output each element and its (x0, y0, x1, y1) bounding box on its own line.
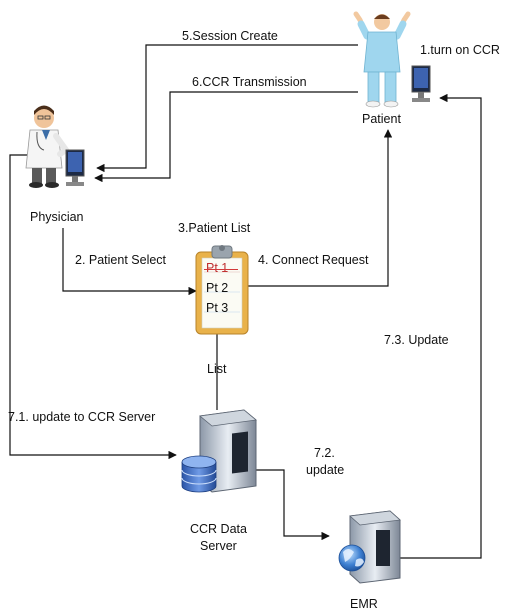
label-update-to-ccr-server: 7.1. update to CCR Server (8, 410, 156, 424)
clipboard-item-pt3: Pt 3 (206, 301, 229, 315)
label-turn-on-ccr: 1.turn on CCR (420, 43, 500, 57)
label-session-create: 5.Session Create (182, 29, 278, 43)
patient-figure-icon (353, 11, 411, 108)
globe-icon (338, 544, 366, 572)
clipboard-item-pt2: Pt 2 (206, 281, 229, 295)
label-patient-select: 2. Patient Select (75, 253, 167, 267)
label-update-7-2-number: 7.2. (314, 446, 335, 460)
label-connect-request: 4. Connect Request (258, 253, 369, 267)
arrow-update-to-ccr-server (9, 154, 177, 460)
emr-server-icon (338, 510, 401, 584)
arrow-ccr-transmission (94, 91, 358, 183)
label-ccr-transmission: 6.CCR Transmission (192, 75, 307, 89)
label-update-7-3: 7.3. Update (384, 333, 449, 347)
clipboard-item-pt1: Pt 1 (206, 261, 229, 275)
ccr-data-server-icon (181, 409, 257, 493)
label-list: List (207, 362, 227, 376)
arrow-connect-request (248, 129, 393, 287)
physician-figure-icon (25, 105, 71, 188)
arrow-update-ccr-to-emr (256, 469, 330, 541)
arrow-update-emr-to-patient (400, 93, 482, 559)
label-ccr-data-line1: CCR Data (190, 522, 247, 536)
label-patient: Patient (362, 112, 401, 126)
label-update-7-2-text: update (306, 463, 345, 477)
pt1-strike-line (204, 269, 238, 270)
arrow-patient-select (62, 228, 197, 296)
arrow-session-create (96, 44, 358, 173)
physician-monitor-icon (65, 149, 85, 186)
label-physician: Physician (30, 210, 84, 224)
label-patient-list: 3.Patient List (178, 221, 251, 235)
database-cylinder-icon (181, 455, 217, 493)
label-ccr-data-line2: Server (200, 539, 237, 553)
label-emr: EMR (350, 597, 378, 611)
patient-monitor-icon (411, 65, 431, 102)
